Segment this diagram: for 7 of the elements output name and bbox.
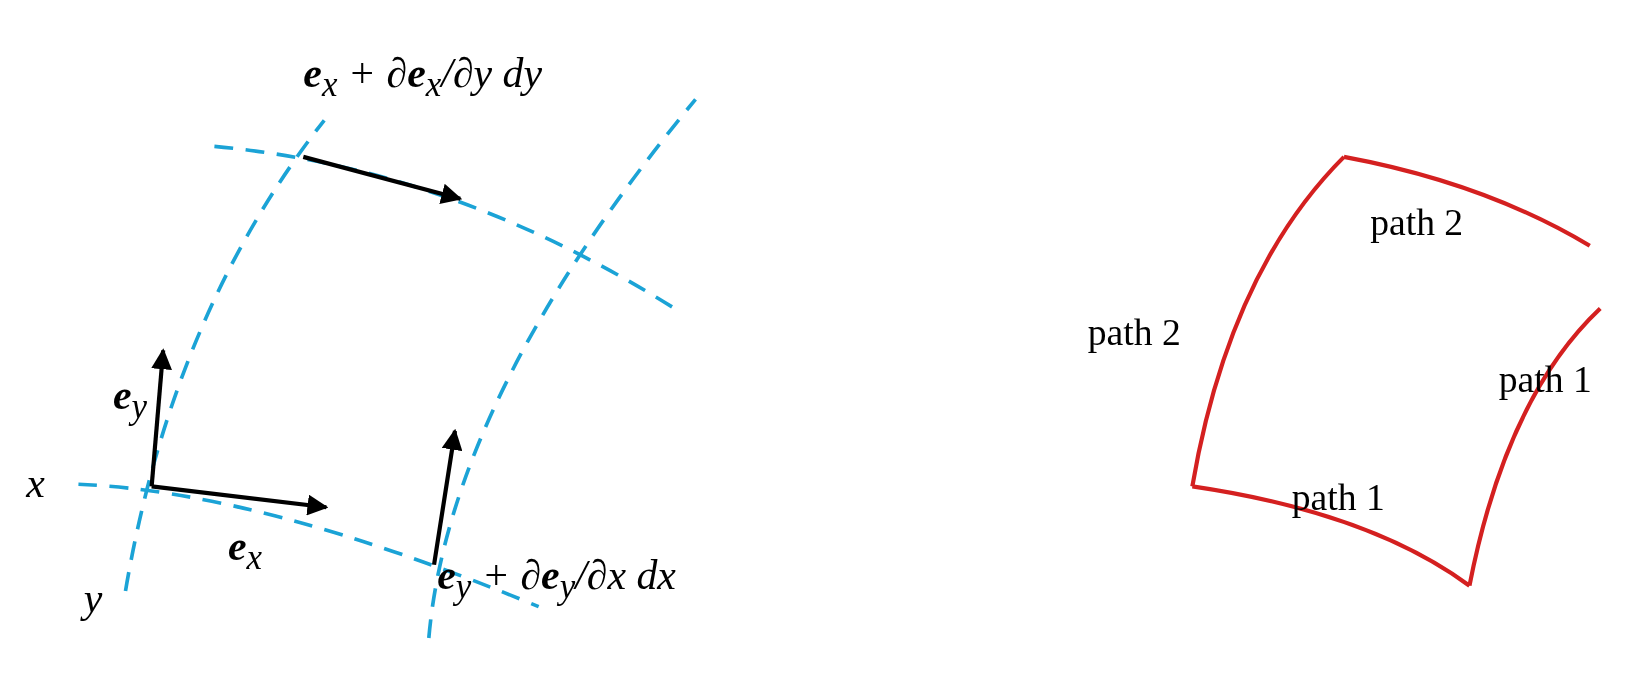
vector-label: e$_{x}$ [228, 525, 263, 575]
formula: e$_{x}$ + ∂e$_{x}$/∂y dy [303, 52, 543, 102]
path-label: path 2 [1370, 203, 1464, 242]
path-label: path 1 [1291, 479, 1385, 517]
vector-label: e$_{y}$ [112, 374, 147, 424]
path-label: path 2 [1087, 313, 1181, 352]
axis-label: x [26, 462, 45, 505]
